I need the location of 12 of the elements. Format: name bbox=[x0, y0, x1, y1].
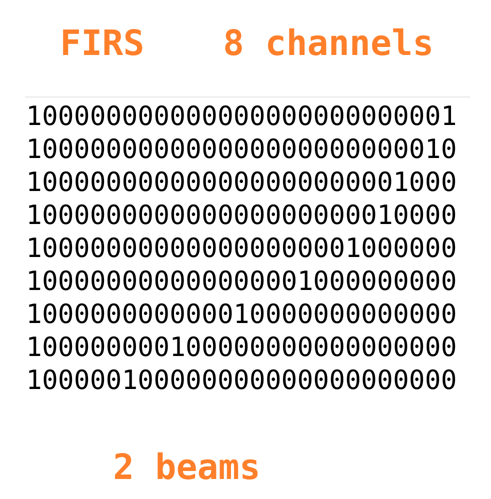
binary-code-row: 100000000000000000000000001 bbox=[26, 100, 457, 133]
footer-text: 2 beams bbox=[113, 447, 261, 490]
binary-code-row: 100000000000000000000001000 bbox=[26, 166, 457, 199]
binary-code-row: 100000000000000000001000000 bbox=[26, 232, 457, 265]
binary-code-row: 100000000000000000000000010 bbox=[26, 133, 457, 166]
binary-code-row: 100000000000000001000000000 bbox=[26, 265, 457, 298]
binary-code-row: 100000100000000000000000000 bbox=[26, 364, 457, 397]
heading-text: 8 channels bbox=[223, 23, 434, 66]
binary-code-row: 100000000100000000000000000 bbox=[26, 331, 457, 364]
binary-code-row: 100000000000010000000000000 bbox=[26, 298, 457, 331]
binary-code-row: 100000000000000000000010000 bbox=[26, 199, 457, 232]
heading-text: FIRS bbox=[60, 23, 144, 66]
